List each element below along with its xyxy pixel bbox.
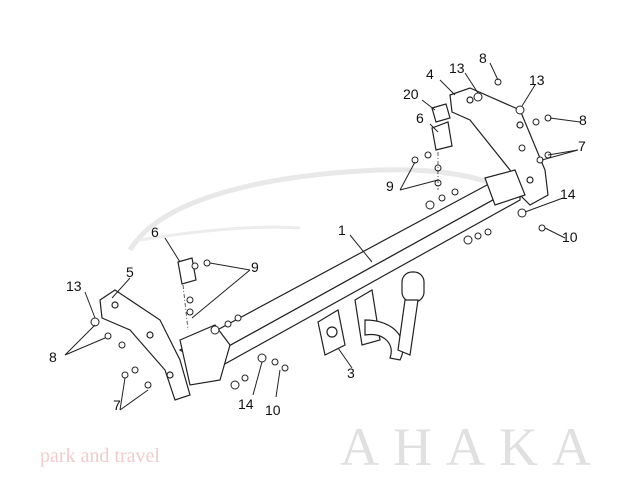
plate-20 — [431, 103, 451, 123]
part-label-13: 13 — [529, 72, 545, 88]
watermark-brand: AHAKA — [340, 417, 605, 477]
part-label-13: 13 — [66, 278, 82, 294]
part-label-8: 8 — [579, 112, 587, 128]
part-label-9: 9 — [386, 178, 394, 194]
left-mount-bracket — [177, 257, 197, 285]
fasteners — [90, 78, 552, 390]
main-crossbar — [178, 169, 526, 386]
part-label-20: 20 — [403, 86, 419, 102]
part-label-8: 8 — [479, 50, 487, 66]
part-label-7: 7 — [578, 138, 586, 154]
right-mount-bracket — [431, 121, 453, 151]
part-label-14: 14 — [560, 186, 576, 202]
part-label-4: 4 — [426, 66, 434, 82]
tow-ball-assembly — [317, 271, 425, 361]
part-label-5: 5 — [126, 264, 134, 280]
leader-lines — [64, 62, 581, 411]
part-label-6: 6 — [151, 224, 159, 240]
part-label-13: 13 — [449, 60, 465, 76]
part-label-8: 8 — [49, 349, 57, 365]
part-label-3: 3 — [347, 365, 355, 381]
part-label-6: 6 — [416, 110, 424, 126]
part-label-1: 1 — [338, 222, 346, 238]
watermark-tagline: park and travel — [40, 445, 160, 467]
part-label-7: 7 — [113, 397, 121, 413]
part-label-14: 14 — [238, 396, 254, 412]
part-label-10: 10 — [265, 402, 281, 418]
part-labels: 8 13 13 4 20 8 6 7 9 14 10 1 6 9 13 5 8 … — [49, 50, 587, 418]
watermark: park and travel AHAKA — [40, 417, 605, 477]
left-side-bracket — [99, 289, 191, 401]
right-side-bracket — [449, 87, 549, 206]
part-label-10: 10 — [562, 229, 578, 245]
part-label-9: 9 — [251, 259, 259, 275]
